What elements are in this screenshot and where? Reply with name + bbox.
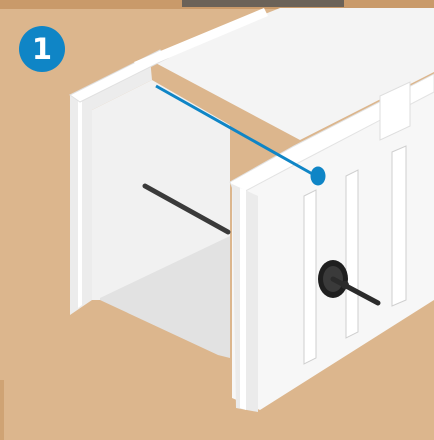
left-end-edge <box>78 98 82 308</box>
front-end-edge <box>240 188 246 410</box>
left-edge-shadow <box>0 380 4 440</box>
top-dark-bar <box>182 0 344 7</box>
step-number-badge: 1 <box>19 26 65 72</box>
chalk-line-marker <box>311 167 326 186</box>
